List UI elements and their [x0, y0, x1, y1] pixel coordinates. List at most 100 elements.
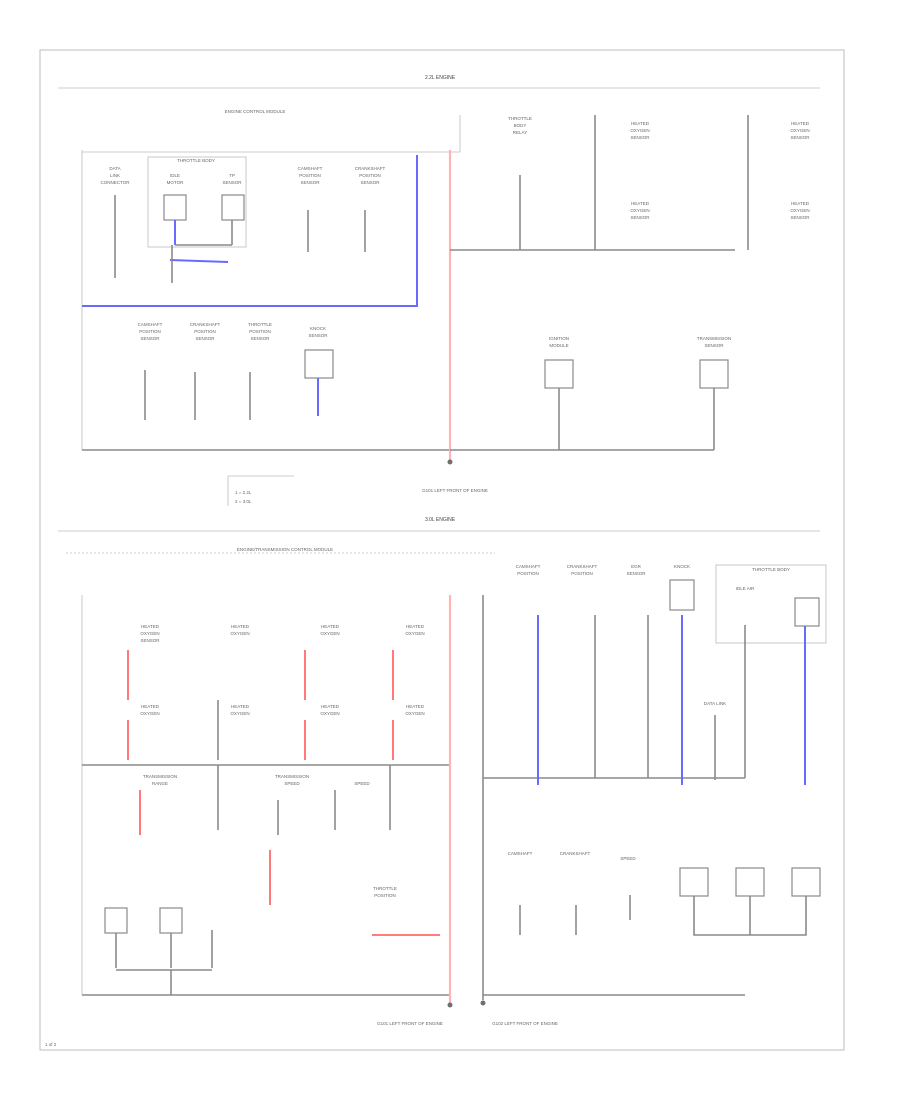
knock-sensor: [304, 349, 334, 379]
legend-entry-1: 1 = 2.2L: [235, 490, 252, 495]
oxygen-sensor-group-left: HEATED OXYGEN SENSOR HEATED OXYGEN HEATE…: [127, 624, 250, 760]
svg-text:POSITION: POSITION: [359, 173, 381, 178]
svg-text:POSITION: POSITION: [299, 173, 321, 178]
svg-text:TRANSMISSION: TRANSMISSION: [275, 774, 309, 779]
svg-text:SENSOR: SENSOR: [626, 571, 646, 576]
diagram-frame: [39, 49, 845, 1051]
svg-text:OXYGEN: OXYGEN: [790, 208, 809, 213]
ignition-coil-1: [104, 907, 128, 934]
svg-text:THROTTLE BODY: THROTTLE BODY: [752, 567, 790, 572]
transmission-sensor: [699, 359, 729, 389]
legend-entry-2: 2 = 3.0L: [235, 499, 252, 504]
ground-point-bottom-left: [447, 1002, 453, 1008]
svg-text:SPEED: SPEED: [620, 856, 636, 861]
svg-text:HEATED: HEATED: [321, 624, 340, 629]
svg-text:HEATED: HEATED: [141, 624, 160, 629]
svg-text:OXYGEN: OXYGEN: [140, 711, 159, 716]
svg-text:SENSOR: SENSOR: [790, 215, 810, 220]
svg-text:POSITION: POSITION: [249, 329, 271, 334]
bottom-section-title: 3.0L ENGINE: [425, 517, 456, 523]
svg-text:HEATED: HEATED: [406, 704, 425, 709]
svg-text:HEATED: HEATED: [141, 704, 160, 709]
svg-text:POSITION: POSITION: [571, 571, 593, 576]
svg-text:SENSOR: SENSOR: [630, 135, 650, 140]
svg-text:OXYGEN: OXYGEN: [230, 631, 249, 636]
bottom-module-label: ENGINE/TRANSMISSION CONTROL MODULE: [237, 547, 333, 552]
svg-text:POSITION: POSITION: [139, 329, 161, 334]
svg-text:IDLE AIR: IDLE AIR: [736, 586, 755, 591]
legend: 1 = 2.2L 2 = 3.0L: [227, 475, 294, 506]
svg-text:THROTTLE BODY: THROTTLE BODY: [177, 158, 215, 163]
svg-text:SENSOR: SENSOR: [140, 638, 160, 643]
svg-text:THROTTLE: THROTTLE: [373, 886, 397, 891]
svg-text:EGR: EGR: [631, 564, 642, 569]
svg-text:TP: TP: [229, 173, 235, 178]
svg-text:THROTTLE: THROTTLE: [248, 322, 272, 327]
svg-text:POSITION: POSITION: [194, 329, 216, 334]
throttle-position-sensor: [221, 194, 245, 221]
svg-text:SENSOR: SENSOR: [300, 180, 320, 185]
svg-text:SENSOR: SENSOR: [704, 343, 724, 348]
svg-text:HEATED: HEATED: [231, 704, 250, 709]
svg-text:CRANKSHAFT: CRANKSHAFT: [190, 322, 221, 327]
svg-text:SENSOR: SENSOR: [222, 180, 242, 185]
svg-text:SENSOR: SENSOR: [630, 215, 650, 220]
svg-text:MODULE: MODULE: [549, 343, 568, 348]
svg-text:SENSOR: SENSOR: [308, 333, 328, 338]
svg-text:HEATED: HEATED: [321, 704, 340, 709]
svg-text:CAMSHAFT: CAMSHAFT: [508, 851, 533, 856]
svg-text:IDLE: IDLE: [170, 173, 180, 178]
svg-text:SENSOR: SENSOR: [140, 336, 160, 341]
svg-text:HEATED: HEATED: [231, 624, 250, 629]
svg-text:THROTTLE: THROTTLE: [508, 116, 532, 121]
bottom-right-ground-label: G102 LEFT FRONT OF ENGINE: [492, 1021, 558, 1026]
svg-text:OXYGEN: OXYGEN: [630, 208, 649, 213]
svg-text:KNOCK: KNOCK: [310, 326, 326, 331]
svg-text:CAMSHAFT: CAMSHAFT: [138, 322, 163, 327]
svg-text:HEATED: HEATED: [631, 201, 650, 206]
svg-text:OXYGEN: OXYGEN: [320, 711, 339, 716]
idle-air-control-motor: [163, 194, 187, 221]
svg-text:BODY: BODY: [514, 123, 527, 128]
svg-text:OXYGEN: OXYGEN: [790, 128, 809, 133]
svg-text:CAMSHAFT: CAMSHAFT: [298, 166, 323, 171]
svg-text:OXYGEN: OXYGEN: [230, 711, 249, 716]
svg-text:OXYGEN: OXYGEN: [405, 631, 424, 636]
oxygen-sensor-group-right: HEATED OXYGEN HEATED OXYGEN HEATED OXYGE…: [304, 624, 425, 760]
svg-text:HEATED: HEATED: [791, 201, 810, 206]
svg-text:CRANKSHAFT: CRANKSHAFT: [567, 564, 598, 569]
svg-text:HEATED: HEATED: [631, 121, 650, 126]
svg-text:OXYGEN: OXYGEN: [405, 711, 424, 716]
svg-text:SENSOR: SENSOR: [360, 180, 380, 185]
footer-code: 1 of 2: [45, 1042, 57, 1047]
knock-sensor-bottom: [669, 579, 695, 611]
top-module-label: ENGINE CONTROL MODULE: [225, 109, 286, 114]
svg-text:CAMSHAFT: CAMSHAFT: [516, 564, 541, 569]
svg-text:SENSOR: SENSOR: [195, 336, 215, 341]
top-ground-label: G101 LEFT FRONT OF ENGINE: [422, 488, 488, 493]
ground-point-top: [447, 459, 453, 465]
svg-text:KNOCK: KNOCK: [674, 564, 690, 569]
svg-text:OXYGEN: OXYGEN: [320, 631, 339, 636]
ground-point-bottom-right: [480, 1000, 486, 1006]
svg-text:CRANKSHAFT: CRANKSHAFT: [355, 166, 386, 171]
svg-text:TRANSMISSION: TRANSMISSION: [143, 774, 177, 779]
svg-text:SPEED: SPEED: [354, 781, 370, 786]
svg-text:MOTOR: MOTOR: [167, 180, 184, 185]
svg-text:RELAY: RELAY: [513, 130, 527, 135]
relay-3: [791, 867, 821, 897]
svg-text:HEATED: HEATED: [791, 121, 810, 126]
svg-text:SPEED: SPEED: [284, 781, 300, 786]
tp-sensor-bottom: [794, 597, 820, 627]
ignition-coil-2: [159, 907, 183, 934]
svg-text:SENSOR: SENSOR: [790, 135, 810, 140]
bottom-left-ground-label: G101 LEFT FRONT OF ENGINE: [377, 1021, 443, 1026]
svg-text:OXYGEN: OXYGEN: [630, 128, 649, 133]
svg-text:TRANSMISSION: TRANSMISSION: [697, 336, 731, 341]
svg-text:SENSOR: SENSOR: [250, 336, 270, 341]
svg-text:DATA LINK: DATA LINK: [704, 701, 726, 706]
svg-text:RANGE: RANGE: [152, 781, 168, 786]
relay-2: [735, 867, 765, 897]
relay-1: [679, 867, 709, 897]
